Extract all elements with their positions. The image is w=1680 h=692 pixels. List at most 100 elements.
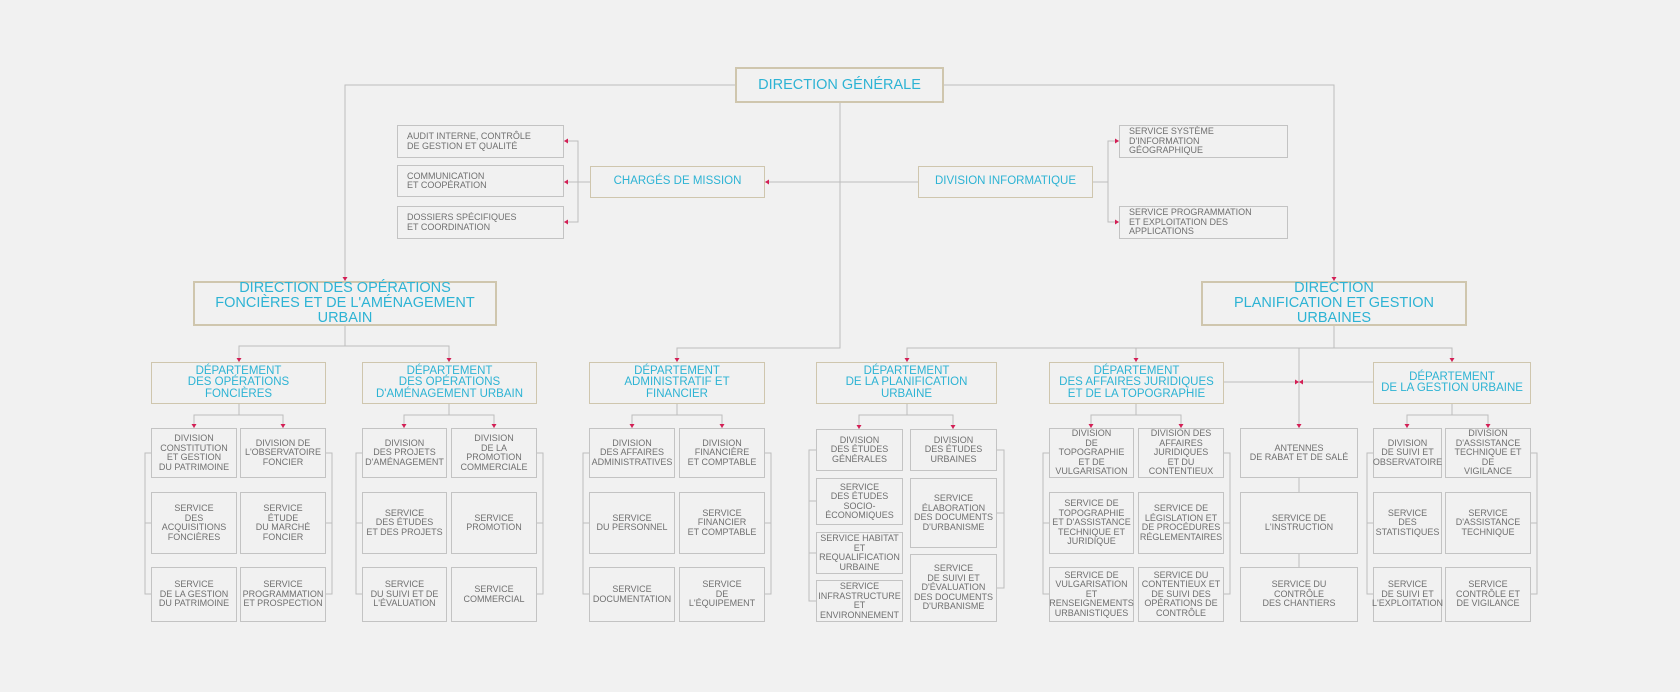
arrowhead (1178, 424, 1184, 428)
arrowhead (191, 424, 197, 428)
arrowhead (674, 358, 680, 362)
charges-de-mission[interactable]: CHARGÉS DE MISSION (590, 166, 765, 198)
dept-operations-amenagement[interactable]: DÉPARTEMENT DES OPÉRATIONS D'AMÉNAGEMENT… (362, 362, 537, 404)
direction-operations-foncieres[interactable]: DIRECTION DES OPÉRATIONS FONCIÈRES ET DE… (193, 281, 497, 326)
unit-box[interactable]: SERVICE DE L'INSTRUCTION (1240, 492, 1358, 554)
unit-box[interactable]: SERVICE DE LA GESTION DU PATRIMOINE (151, 567, 237, 622)
unit-box[interactable]: SERVICE DU SUIVI ET DE L'ÉVALUATION (362, 567, 447, 622)
unit-box[interactable]: DIVISION DE TOPOGRAPHIE ET DE VULGARISAT… (1049, 428, 1134, 478)
arrowhead (491, 424, 497, 428)
unit-box[interactable]: DIVISION DE SUIVI ET OBSERVATOIRE (1373, 428, 1442, 478)
connector-line (193, 404, 240, 428)
connector-line (345, 345, 450, 362)
unit-box[interactable]: SERVICE CONTRÔLE ET DE VIGILANCE (1445, 567, 1531, 622)
connector-line (1406, 404, 1453, 428)
connector-line (944, 84, 1335, 281)
unit-box[interactable]: SERVICE HABITAT ET REQUALIFICATION URBAI… (816, 532, 903, 574)
unit-box[interactable]: SERVICE FINANCIER ET COMPTABLE (679, 492, 765, 554)
arrowhead (1115, 138, 1119, 144)
unit-box[interactable]: DIVISION DES PROJETS D'AMÉNAGEMENT (362, 428, 447, 478)
connector-line (676, 103, 841, 362)
unit-box[interactable]: SERVICE DE VULGARISATION ET RENSEIGNEMEN… (1049, 567, 1134, 622)
arrowhead (401, 424, 407, 428)
arrowhead (1088, 424, 1094, 428)
unit-box[interactable]: SERVICE ÉLABORATION DES DOCUMENTS D'URBA… (910, 478, 997, 548)
arrowhead (564, 138, 568, 144)
antennes-rabat-sale[interactable]: ANTENNES DE RABAT ET DE SALÉ (1240, 428, 1358, 478)
unit-box[interactable]: SERVICE DU CONTENTIEUX ET DE SUIVI DES O… (1138, 567, 1224, 622)
communication-box[interactable]: COMMUNICATION ET COOPÉRATION (397, 165, 564, 197)
unit-box[interactable]: SERVICE DE TOPOGRAPHIE ET D'ASSISTANCE T… (1049, 492, 1134, 554)
connector-line (1090, 404, 1137, 428)
unit-box[interactable]: SERVICE DOCUMENTATION (589, 567, 675, 622)
unit-box[interactable]: SERVICE DE SUIVI ET D'ÉVALUATION DES DOC… (910, 554, 997, 622)
dept-planification-urbaine[interactable]: DÉPARTEMENT DE LA PLANIFICATION URBAINE (816, 362, 997, 404)
unit-box[interactable]: SERVICE DE LÉGISLATION ET DE PROCÉDURES … (1138, 492, 1224, 554)
connector-line (907, 414, 954, 429)
arrowhead (280, 424, 286, 428)
arrowhead (1299, 379, 1303, 385)
service-programmation-box[interactable]: SERVICE PROGRAMMATION ET EXPLOITATION DE… (1119, 206, 1288, 239)
dept-administratif-financier[interactable]: DÉPARTEMENT ADMINISTRATIF ET FINANCIER (589, 362, 765, 404)
connector-line (449, 414, 495, 428)
audit-interne-box[interactable]: AUDIT INTERNE, CONTRÔLE DE GESTION ET QU… (397, 125, 564, 158)
arrowhead (564, 219, 568, 225)
connector-line (631, 404, 678, 428)
connector-line (1093, 140, 1119, 183)
unit-box[interactable]: SERVICE DES ACQUISITIONS FONCIÈRES (151, 492, 237, 554)
unit-box[interactable]: SERVICE DES STATISTIQUES (1373, 492, 1442, 554)
arrowhead (904, 358, 910, 362)
unit-box[interactable]: DIVISION DE LA PROMOTION COMMERCIALE (451, 428, 537, 478)
arrowhead (564, 179, 568, 185)
unit-box[interactable]: SERVICE DE L'ÉQUIPEMENT (679, 567, 765, 622)
unit-box[interactable]: DIVISION DES ÉTUDES URBAINES (910, 429, 997, 471)
arrowhead (1133, 358, 1139, 362)
unit-box[interactable]: DIVISION DES AFFAIRES JURIDIQUES ET DU C… (1138, 428, 1224, 478)
arrowhead (1404, 424, 1410, 428)
dept-gestion-urbaine[interactable]: DÉPARTEMENT DE LA GESTION URBAINE (1373, 362, 1531, 404)
unit-box[interactable]: SERVICE DU PERSONNEL (589, 492, 675, 554)
dept-operations-foncieres[interactable]: DÉPARTEMENT DES OPÉRATIONS FONCIÈRES (151, 362, 326, 404)
division-informatique[interactable]: DIVISION INFORMATIQUE (918, 166, 1093, 198)
unit-box[interactable]: SERVICE ÉTUDE DU MARCHÉ FONCIER (240, 492, 326, 554)
arrowhead (1115, 219, 1119, 225)
connector-line (677, 414, 723, 428)
unit-box[interactable]: DIVISION D'ASSISTANCE TECHNIQUE ET DE VI… (1445, 428, 1531, 478)
unit-box[interactable]: SERVICE DE SUIVI ET L'EXPLOITATION (1372, 567, 1443, 622)
unit-box[interactable]: SERVICE INFRASTRUCTURE ET ENVIRONNEMENT (816, 580, 903, 622)
arrowhead (765, 179, 769, 185)
unit-box[interactable]: SERVICE DES ÉTUDES SOCIO- ÉCONOMIQUES (816, 478, 903, 525)
connector-line (564, 182, 579, 223)
connector-line (564, 140, 579, 182)
connector-line (239, 414, 284, 428)
unit-box[interactable]: SERVICE DU CONTRÔLE DES CHANTIERS (1240, 567, 1358, 622)
arrowhead (1485, 424, 1491, 428)
arrowhead (629, 424, 635, 428)
connector-line (997, 449, 1005, 589)
connector-line (1452, 414, 1489, 428)
unit-box[interactable]: SERVICE COMMERCIAL (451, 567, 537, 622)
unit-box[interactable]: SERVICE PROMOTION (451, 492, 537, 554)
arrowhead (1331, 277, 1337, 281)
unit-box[interactable]: SERVICE D'ASSISTANCE TECHNIQUE (1445, 492, 1531, 554)
unit-box[interactable]: DIVISION FINANCIÈRE ET COMPTABLE (679, 428, 765, 478)
connector-line (858, 404, 908, 429)
direction-generale[interactable]: DIRECTION GÉNÉRALE (735, 67, 944, 103)
dept-affaires-juridiques[interactable]: DÉPARTEMENT DES AFFAIRES JURIDIQUES ET D… (1049, 362, 1224, 404)
dossiers-specifiques-box[interactable]: DOSSIERS SPÉCIFIQUES ET COORDINATION (397, 206, 564, 239)
unit-box[interactable]: DIVISION CONSTITUTION ET GESTION DU PATR… (151, 428, 237, 478)
unit-box[interactable]: SERVICE PROGRAMMATION ET PROSPECTION (240, 567, 326, 622)
direction-planification[interactable]: DIRECTION PLANIFICATION ET GESTION URBAI… (1201, 281, 1467, 326)
unit-box[interactable]: SERVICE DES ÉTUDES ET DES PROJETS (362, 492, 447, 554)
unit-box[interactable]: DIVISION DES AFFAIRES ADMINISTRATIVES (589, 428, 675, 478)
arrowhead (856, 425, 862, 429)
unit-box[interactable]: DIVISION DE L'OBSERVATOIRE FONCIER (240, 428, 326, 478)
service-sig-box[interactable]: SERVICE SYSTÈME D'INFORMATION GÉOGRAPHIQ… (1119, 125, 1288, 158)
arrowhead (719, 424, 725, 428)
connector-line (1334, 347, 1453, 362)
unit-box[interactable]: DIVISION DES ÉTUDES GÉNÉRALES (816, 429, 903, 471)
arrowhead (1295, 379, 1299, 385)
arrowhead (236, 358, 242, 362)
arrowhead (1449, 358, 1455, 362)
